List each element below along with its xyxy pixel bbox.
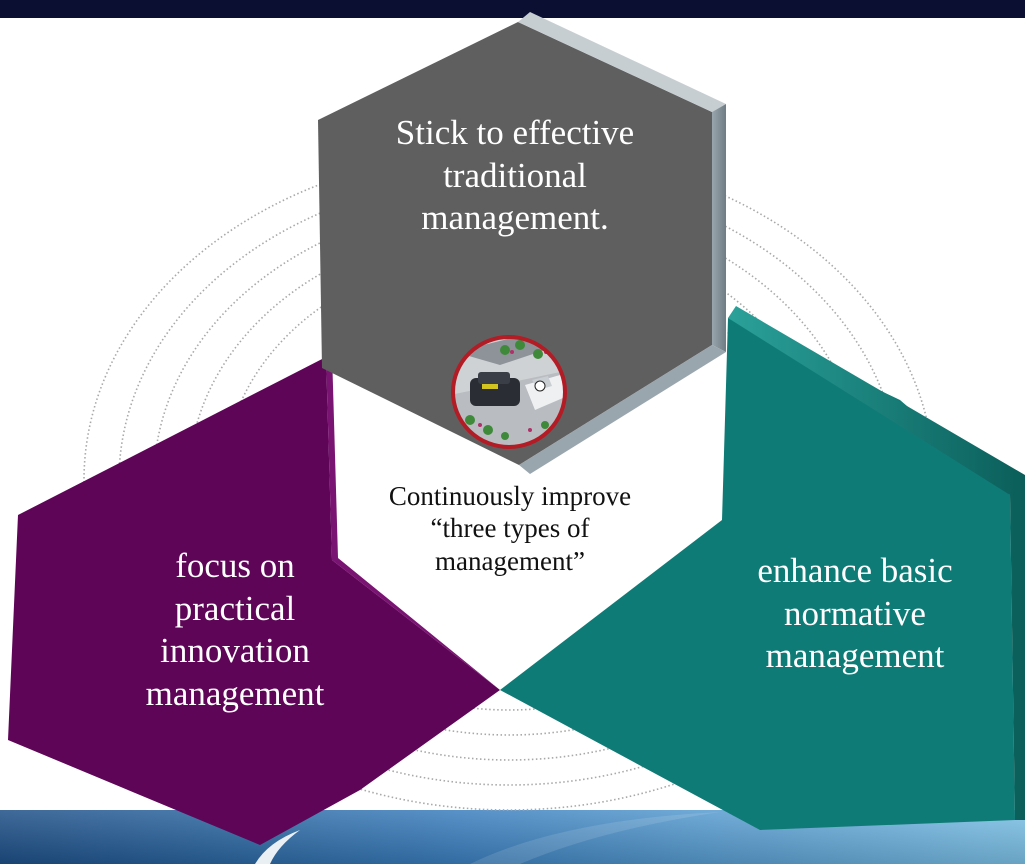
center-label-line-2: “three types of: [430, 513, 590, 544]
left-hexagon: [8, 352, 500, 845]
right-label-line-1: enhance basic: [757, 551, 953, 590]
top-label-line-3: management.: [421, 198, 609, 238]
top-hexagon-label: Stick to effective traditional managemen…: [330, 112, 700, 240]
top-hexagon: [318, 12, 726, 474]
right-label-line-3: management: [765, 636, 945, 676]
center-label-line-3: management”: [435, 545, 585, 576]
right-hexagon-label: enhance basic normative management: [725, 550, 985, 678]
center-label: Continuously improve “three types of man…: [360, 480, 660, 577]
car-collision-illustration-icon: [451, 335, 567, 449]
swoosh-logo-icon: [255, 830, 300, 864]
top-label-line-2: traditional: [443, 155, 587, 195]
right-hexagon: [500, 306, 1025, 830]
top-bar: [0, 0, 1025, 18]
left-hexagon-label: focus on practical innovation management: [120, 545, 350, 716]
left-label-line-3: innovation: [160, 631, 310, 671]
left-label-line-1: focus on: [175, 546, 295, 585]
footer-band: [0, 810, 1025, 864]
left-label-line-2: practical: [174, 588, 296, 628]
right-label-line-2: normative: [784, 593, 926, 633]
center-label-line-1: Continuously improve: [388, 481, 632, 511]
left-label-line-4: management: [145, 674, 325, 714]
top-label-line-1: Stick to effective: [395, 113, 635, 152]
